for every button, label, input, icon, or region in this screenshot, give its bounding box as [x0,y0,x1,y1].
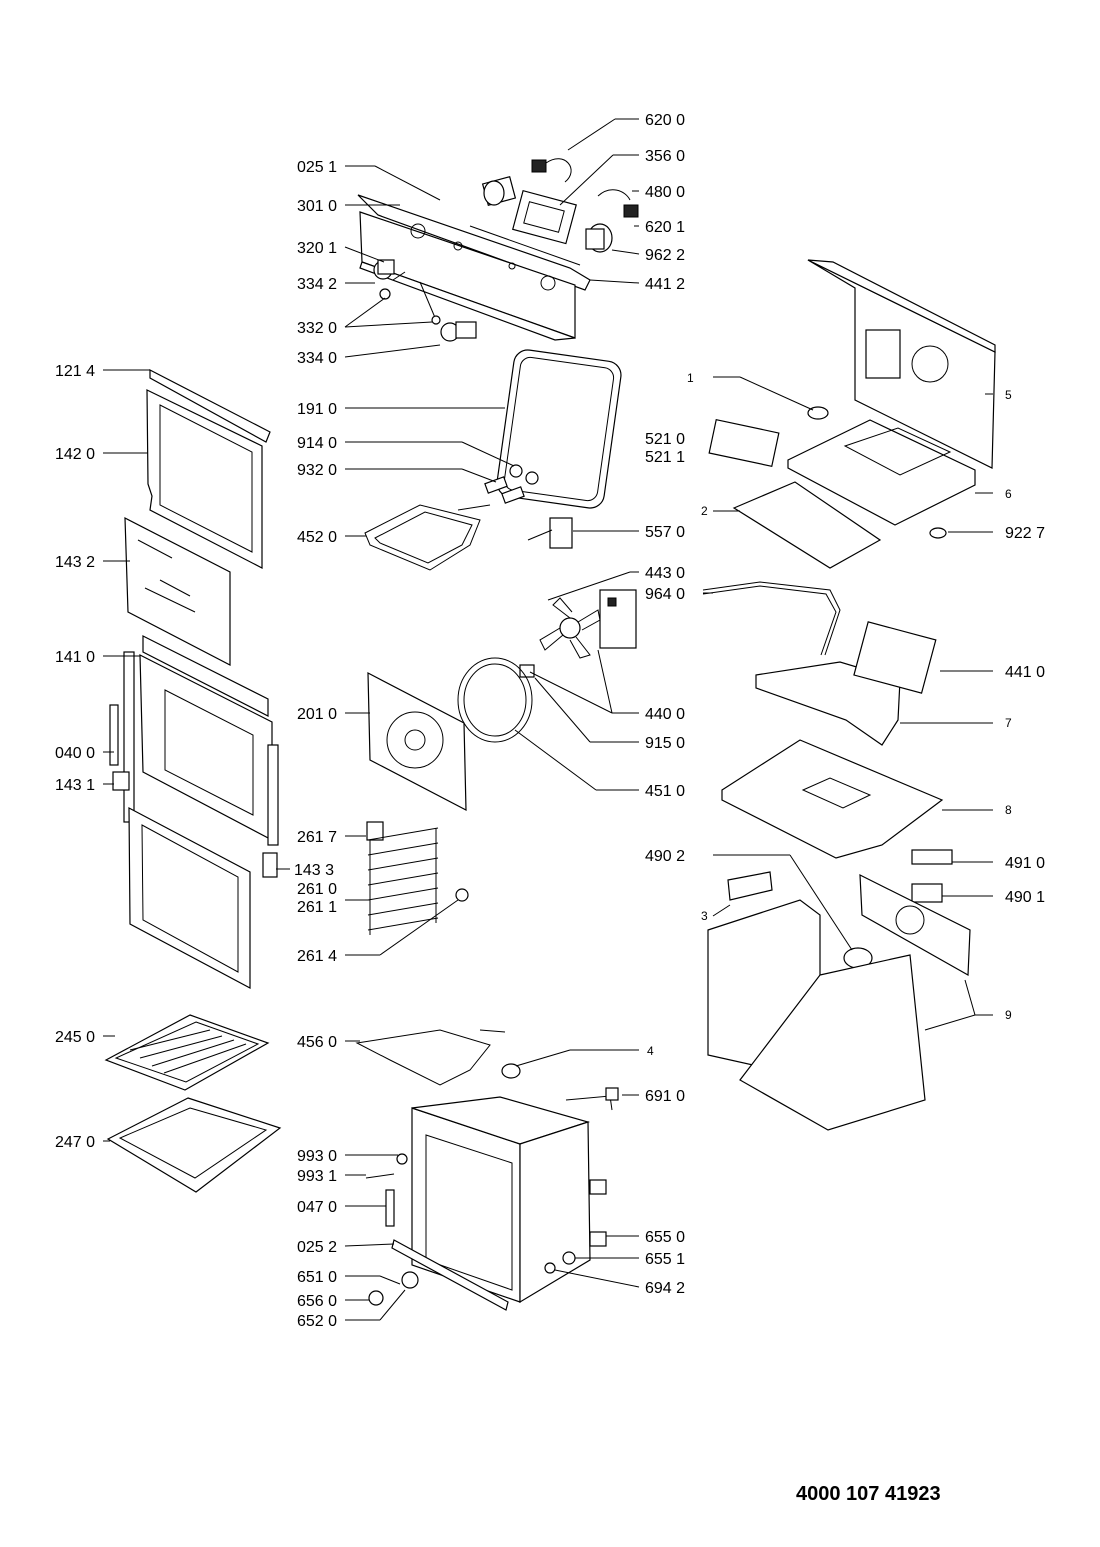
label-245-0: 245 0 [55,1029,95,1046]
label-655-1: 655 1 [645,1251,685,1268]
label-655-0: 655 0 [645,1229,685,1246]
racks-and-trays [104,1014,282,1193]
label-557-0: 557 0 [645,524,685,541]
label-143-3: 143 3 [294,862,334,879]
oven-internal-parts [355,349,637,1311]
label-141-0: 141 0 [55,649,95,666]
label-694-2: 694 2 [645,1280,685,1297]
label-620-0: 620 0 [645,112,685,129]
label-451-0: 451 0 [645,783,685,800]
label-452-0: 452 0 [297,529,337,546]
label-191-0: 191 0 [297,401,337,418]
label-334-0: 334 0 [297,350,337,367]
label-301-0: 301 0 [297,198,337,215]
label-7: 7 [1005,716,1012,730]
label-047-0: 047 0 [297,1199,337,1216]
leader-lines [103,118,993,1321]
label-261-7: 261 7 [297,829,337,846]
label-521-0: 521 0 [645,431,685,448]
label-143-2: 143 2 [55,554,95,571]
label-356-0: 356 0 [645,148,685,165]
label-1: 1 [687,371,694,385]
label-201-0: 201 0 [297,706,337,723]
label-8: 8 [1005,803,1012,817]
label-040-0: 040 0 [55,745,95,762]
label-443-0: 443 0 [645,565,685,582]
label-480-0: 480 0 [645,184,685,201]
label-334-2: 334 2 [297,276,337,293]
label-521-1: 521 1 [645,449,685,466]
label-261-4: 261 4 [297,948,337,965]
label-932-0: 932 0 [297,462,337,479]
label-320-1: 320 1 [297,240,337,257]
label-964-0: 964 0 [645,586,685,603]
label-247-0: 247 0 [55,1134,95,1151]
label-656-0: 656 0 [297,1293,337,1310]
label-261-0: 261 0 [297,881,337,898]
label-651-0: 651 0 [297,1269,337,1286]
outer-casing-assembly [702,259,996,1131]
label-914-0: 914 0 [297,435,337,452]
label-5: 5 [1005,388,1012,402]
label-691-0: 691 0 [645,1088,685,1105]
label-025-1: 025 1 [297,159,337,176]
label-993-1: 993 1 [297,1168,337,1185]
label-491-0: 491 0 [1005,855,1045,872]
label-652-0: 652 0 [297,1313,337,1330]
label-3: 3 [701,909,708,923]
label-441-2: 441 2 [645,276,685,293]
label-456-0: 456 0 [297,1034,337,1051]
document-number: 4000 107 41923 [796,1483,941,1505]
label-993-0: 993 0 [297,1148,337,1165]
label-2: 2 [701,504,708,518]
label-440-0: 440 0 [645,706,685,723]
label-915-0: 915 0 [645,735,685,752]
label-9: 9 [1005,1008,1012,1022]
label-620-1: 620 1 [645,219,685,236]
label-332-0: 332 0 [297,320,337,337]
label-261-1: 261 1 [297,899,337,916]
label-4: 4 [647,1044,654,1058]
part-labels: 620 0 025 1 356 0 480 0 301 0 620 1 320 … [55,112,1045,1330]
label-025-2: 025 2 [297,1239,337,1256]
label-143-1: 143 1 [55,777,95,794]
label-490-1: 490 1 [1005,889,1045,906]
label-142-0: 142 0 [55,446,95,463]
label-962-2: 962 2 [645,247,685,264]
label-490-2: 490 2 [645,848,685,865]
door-assembly [109,369,279,989]
label-441-0: 441 0 [1005,664,1045,681]
label-121-4: 121 4 [55,363,95,380]
label-922-7: 922 7 [1005,525,1045,542]
control-panel-assembly [357,158,639,342]
label-6: 6 [1005,487,1012,501]
